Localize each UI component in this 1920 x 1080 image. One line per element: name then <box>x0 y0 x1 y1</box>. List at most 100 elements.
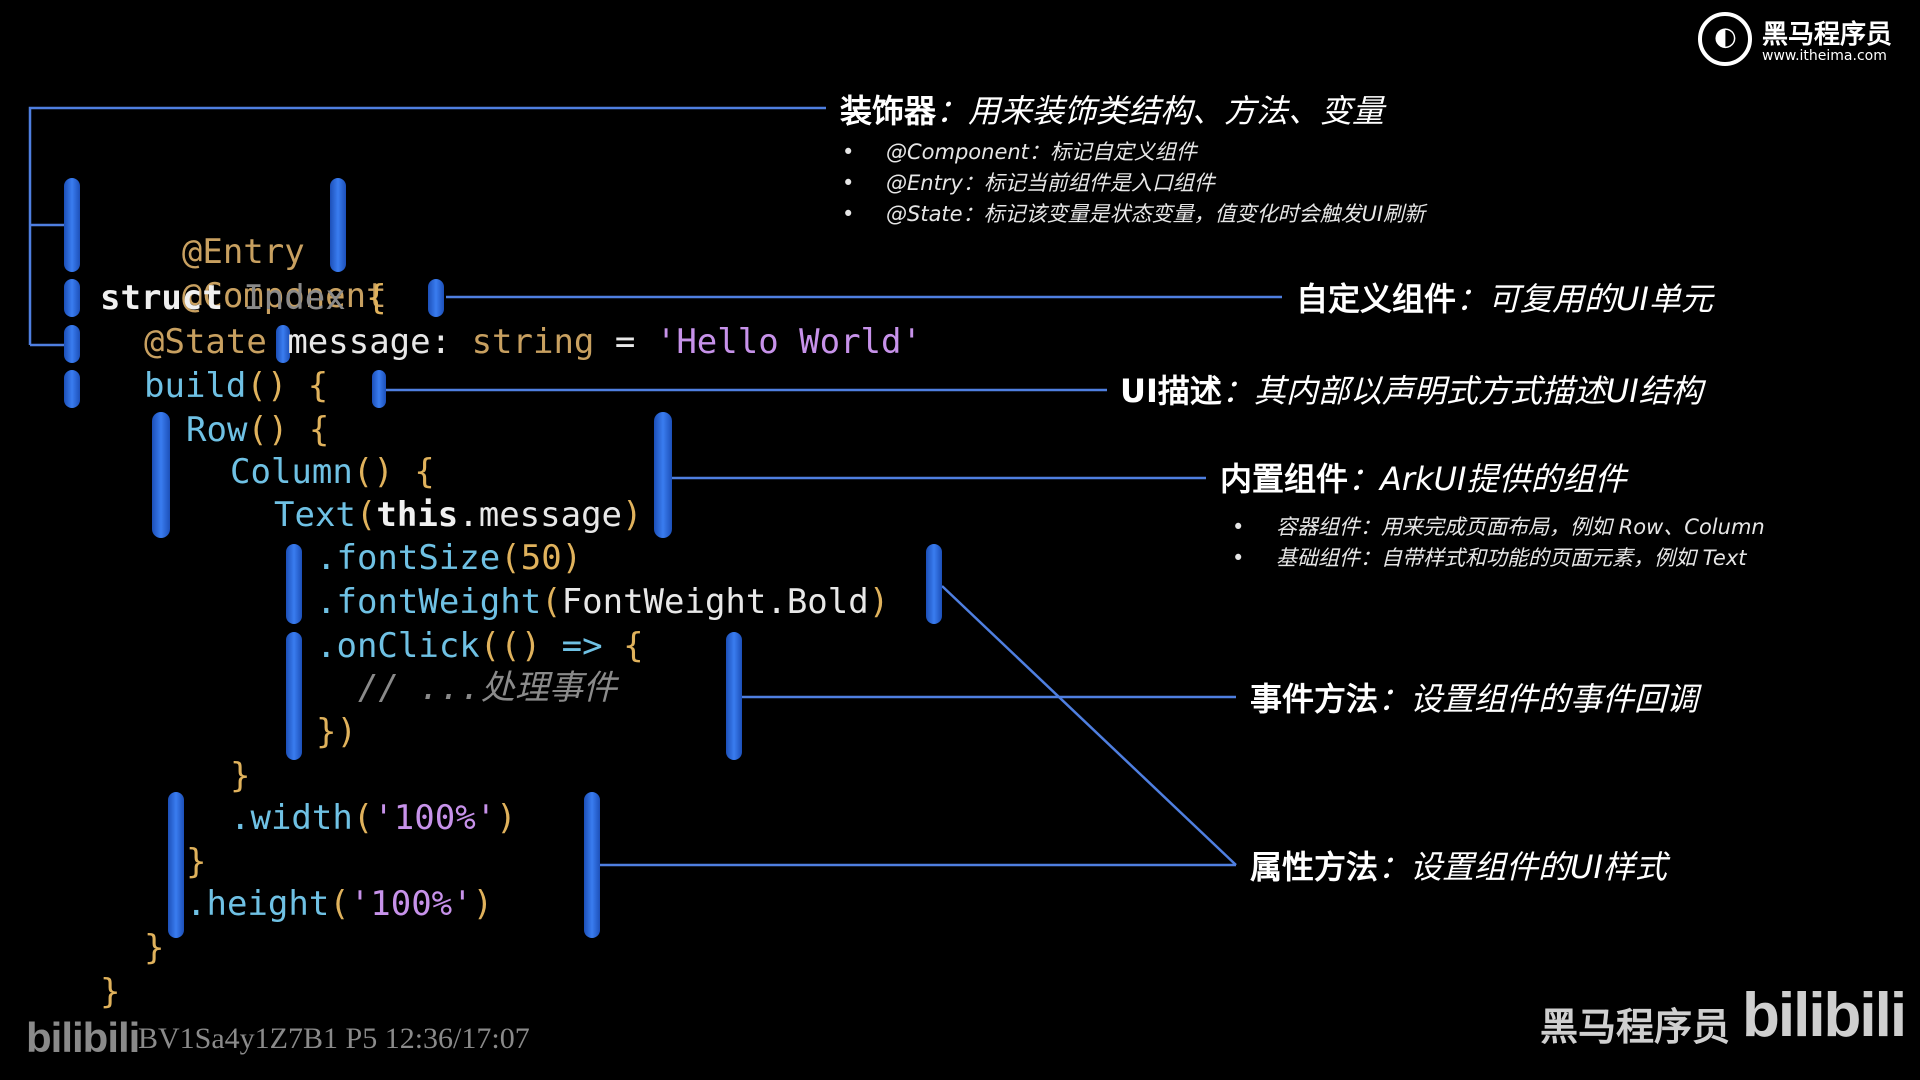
decorator-state: @State <box>144 322 267 362</box>
logo-brand: 黑马程序员 <box>1762 20 1893 50</box>
annotation-event: 事件方法：设置组件的事件回调 <box>1250 674 1698 720</box>
code-line-struct: struct Index { <box>100 278 387 318</box>
closing-brace: } <box>144 928 165 968</box>
brace: { <box>623 626 644 666</box>
bullet-container: 容器组件：用来完成页面布局，例如 Row、Column <box>1232 512 1765 543</box>
bracket-deco-left <box>64 178 80 272</box>
closing-brace: } <box>230 756 251 796</box>
annotation-title: 属性方法 <box>1250 848 1379 886</box>
paren-open: (() <box>479 626 542 666</box>
var-type: string <box>471 322 595 362</box>
brace: { <box>308 410 330 450</box>
bullet-basic: 基础组件：自带样式和功能的页面元素，例如 Text <box>1232 543 1765 574</box>
struct-name: Index <box>243 278 346 318</box>
fn-onclick: .onClick <box>316 626 480 666</box>
var-name: message: <box>287 322 452 362</box>
code-line-fontsize: .fontSize(50) <box>316 538 582 578</box>
logo-url: www.itheima.com <box>1762 48 1887 64</box>
annotation-desc: ：设置组件的事件回调 <box>1378 680 1699 718</box>
fn-build: build <box>144 366 247 406</box>
code-line-close-column: } <box>230 756 250 796</box>
code-line-text: Text(this.message) <box>274 495 643 535</box>
code-line-build: build() { <box>144 366 328 406</box>
paren-open: ( <box>355 495 377 535</box>
bracket-state-left <box>64 325 80 363</box>
annotation-title: 装饰器 <box>840 92 937 130</box>
bracket-build-right <box>372 370 386 408</box>
paren-open: ( <box>352 798 374 838</box>
keyword-struct: struct <box>100 278 223 318</box>
annotation-title: UI描述 <box>1120 372 1222 410</box>
annotation-desc: ：用来装饰类结构、方法、变量 <box>936 92 1385 130</box>
fn-row: Row <box>186 410 248 450</box>
annotation-custom-component: 自定义组件：可复用的UI单元 <box>1296 274 1713 320</box>
bracket-event-right <box>726 632 742 760</box>
annotation-title: 自定义组件 <box>1296 280 1457 318</box>
builtin-bullets: 容器组件：用来完成页面布局，例如 Row、Column 基础组件：自带样式和功能… <box>1232 512 1765 574</box>
comment: // ...处理事件 <box>358 668 617 708</box>
bracket-event-left <box>286 632 302 760</box>
brace: { <box>414 452 435 492</box>
arrow: => <box>561 626 603 666</box>
brand-watermark: 黑马程序员 <box>1540 1005 1731 1049</box>
bracket-attr-right <box>584 792 600 938</box>
equals: = <box>614 322 636 362</box>
paren-open: ( <box>500 538 521 578</box>
code-line-fontweight: .fontWeight(FontWeight.Bold) <box>316 582 889 622</box>
annotation-title: 事件方法 <box>1250 680 1379 718</box>
brace: { <box>307 366 329 406</box>
bullet-component: @Component：标记自定义组件 <box>842 137 1425 168</box>
decorator-component: @Component <box>181 276 387 316</box>
code-line-close-struct: } <box>100 972 120 1012</box>
code-line-height: .height('100%') <box>186 884 493 924</box>
bracket-struct-right <box>428 279 444 317</box>
closing-brace: } <box>186 842 207 882</box>
bracket-builtin-right <box>654 412 672 538</box>
keyword-this: this <box>376 495 459 535</box>
code-line-width: .width('100%') <box>230 798 517 838</box>
annotation-desc: ：设置组件的UI样式 <box>1378 848 1667 886</box>
closing-brace: } <box>100 972 121 1012</box>
decorator-entry: @Entry <box>181 232 305 272</box>
annotation-desc: ：可复用的UI单元 <box>1456 280 1713 318</box>
fn-fontsize: .fontSize <box>316 538 501 578</box>
string-literal: '100%' <box>373 798 497 838</box>
bullet-state: @State：标记该变量是状态变量，值变化时会触发UI刷新 <box>842 199 1425 230</box>
code-line-close-row: } <box>186 842 206 882</box>
code-line-component: @Component <box>100 236 387 356</box>
itheima-logo: ◐ 黑马程序员 www.itheima.com <box>1698 10 1908 70</box>
decorator-bullets: @Component：标记自定义组件 @Entry：标记当前组件是入口组件 @S… <box>842 137 1425 230</box>
fn-fontweight: .fontWeight <box>316 582 542 622</box>
number-literal: 50 <box>520 538 562 578</box>
bracket-struct-left <box>64 279 80 317</box>
closing-brace: }) <box>316 712 357 752</box>
code-line-state: @State message: string = 'Hello World' <box>144 322 922 362</box>
code-line-comment: // ...处理事件 <box>358 668 617 708</box>
code-line-column: Column() { <box>230 452 435 492</box>
code-line-close-build: } <box>144 928 164 968</box>
annotation-desc: ：ArkUI提供的组件 <box>1348 460 1627 498</box>
member-access: .message <box>458 495 623 535</box>
annotation-title: 内置组件 <box>1220 460 1349 498</box>
annotation-builtin: 内置组件：ArkUI提供的组件 <box>1220 454 1626 500</box>
string-literal: '100%' <box>349 884 473 924</box>
bilibili-watermark-left: bilibili <box>26 1014 140 1061</box>
fn-height: .height <box>186 884 330 924</box>
paren-close: ) <box>868 582 890 622</box>
parens: () <box>247 410 289 450</box>
paren-open: ( <box>329 884 350 924</box>
bracket-style-right <box>926 544 942 624</box>
paren-open: ( <box>541 582 562 622</box>
code-line-onclick: .onClick(() => { <box>316 626 644 666</box>
parens: () <box>352 452 394 492</box>
bracket-builtin-left <box>152 412 170 538</box>
enum-arg: FontWeight.Bold <box>561 582 869 622</box>
annotation-attr: 属性方法：设置组件的UI样式 <box>1250 842 1667 888</box>
paren-close: ) <box>496 798 517 838</box>
fn-text: Text <box>274 495 356 535</box>
bracket-attr-left <box>168 792 184 938</box>
code-line-entry: @Entry <box>100 192 305 312</box>
attr-diagonal <box>941 585 1237 866</box>
paren-close: ) <box>561 538 583 578</box>
